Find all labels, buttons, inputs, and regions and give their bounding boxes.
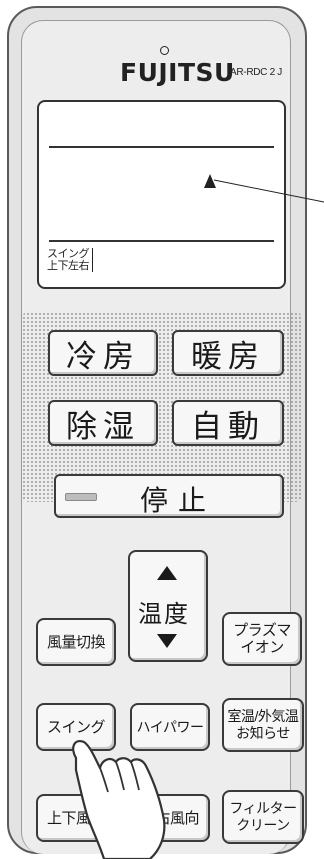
brand-logo: FUJITSU — [120, 58, 235, 87]
filter-clean-label-line1: フィルター — [229, 800, 297, 816]
auto-mode-button[interactable]: 自動 — [172, 400, 284, 446]
filter-clean-label-line2: クリーン — [236, 817, 290, 833]
filter-clean-button[interactable]: フィルター クリーン — [222, 790, 304, 844]
heat-mode-button[interactable]: 暖房 — [172, 330, 284, 376]
model-number: AR-RDC 2 J — [230, 67, 283, 78]
temperature-notice-label-line2: お知らせ — [236, 725, 290, 741]
cool-mode-button[interactable]: 冷房 — [48, 330, 158, 376]
high-power-label: ハイパワー — [136, 718, 204, 735]
lcd-swing-direction-label: 上下左右 — [47, 260, 90, 272]
lcd-display: スイング 上下左右 — [37, 100, 286, 289]
temperature-notice-button[interactable]: 室温/外気温 お知らせ — [222, 698, 304, 752]
plasma-ion-button[interactable]: プラズマ イオン — [222, 612, 302, 666]
plasma-ion-label-line2: イオン — [240, 639, 284, 656]
dry-mode-button[interactable]: 除湿 — [48, 400, 158, 446]
stop-indicator-light — [65, 493, 97, 501]
stop-button-label: 停止 — [140, 484, 217, 517]
lcd-divider-bottom — [49, 240, 274, 242]
lcd-pointer-triangle — [204, 174, 216, 188]
swing-label: スイング — [46, 718, 106, 736]
temperature-label: 温度 — [138, 600, 190, 628]
temperature-button[interactable]: 温度 — [128, 550, 208, 662]
stop-button[interactable]: 停止 — [54, 474, 284, 518]
temp-down-arrow-icon[interactable] — [157, 634, 177, 648]
fan-speed-label: 風量切換 — [46, 633, 106, 651]
lcd-swing-indicator: スイング 上下左右 — [47, 248, 93, 272]
temperature-notice-label-line1: 室温/外気温 — [227, 708, 299, 724]
fan-speed-button[interactable]: 風量切換 — [36, 618, 116, 666]
temp-up-arrow-icon[interactable] — [157, 566, 177, 580]
lcd-divider-top — [49, 146, 274, 148]
high-power-button[interactable]: ハイパワー — [130, 703, 210, 751]
brand-logo-dot — [160, 46, 169, 55]
plasma-ion-label-line1: プラズマ — [233, 622, 291, 639]
lcd-swing-label: スイング — [47, 248, 90, 260]
